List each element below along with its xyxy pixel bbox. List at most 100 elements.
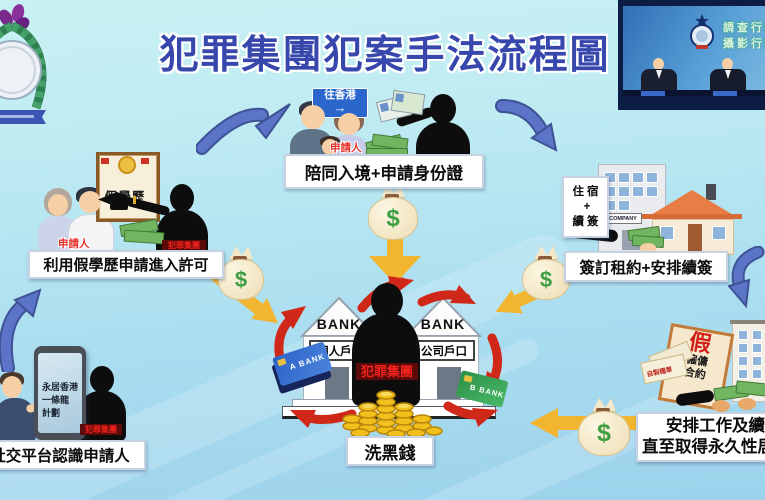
accommodation-note: 住宿 + 續簽 <box>562 176 609 238</box>
card-chip <box>277 358 287 367</box>
house-eave <box>642 214 742 219</box>
work-step-line2: 直至取得永久性居民身份證 <box>642 438 765 456</box>
syndicate-label: 犯罪集團 <box>356 363 418 380</box>
name-plate <box>713 91 737 96</box>
applicant-label: 申請人 <box>330 142 362 154</box>
gold-coins-pile <box>342 390 443 438</box>
building-window <box>752 369 762 379</box>
house-door <box>688 224 702 253</box>
money-bag: $ <box>578 398 630 456</box>
decor-shape <box>472 408 498 427</box>
flow-arrow-left-edge <box>0 288 42 372</box>
speaker-head <box>653 58 664 70</box>
decor-shape <box>0 46 36 94</box>
building-window <box>618 186 630 197</box>
video-backdrop: 調查行動 攝影行動 <box>623 6 765 96</box>
building-window <box>618 172 630 183</box>
decor-shape <box>342 414 362 424</box>
speaker-shirt <box>656 70 662 79</box>
card-b-label: B BANK <box>469 382 506 400</box>
decor-shape <box>281 306 306 329</box>
accommodation-plus: + <box>583 200 591 213</box>
house-chimney <box>706 184 716 200</box>
video-caption-line1: 調查行動 <box>723 22 765 34</box>
decor-shape <box>290 410 316 428</box>
decor-shape <box>11 4 25 22</box>
decor-shape <box>13 288 42 318</box>
house-window <box>712 226 726 240</box>
syndicate-silhouette-head <box>371 283 403 319</box>
speaker-shirt <box>725 70 731 79</box>
step-box-social-platform: 社交平台認識申請人 <box>0 440 146 470</box>
building-window <box>646 172 658 183</box>
decor-shape <box>362 404 374 408</box>
decor-shape <box>695 14 709 27</box>
syndicate-silhouette-head <box>90 366 114 393</box>
family-father-face <box>301 105 325 129</box>
work-step-line1: 安排工作及續簽 <box>666 417 765 435</box>
decor-shape <box>530 122 558 152</box>
accommodation-line1: 住宿 <box>572 185 602 198</box>
decor-shape <box>386 429 406 438</box>
company-sign: COMPANY <box>604 213 642 224</box>
decor-shape <box>497 101 547 136</box>
bag-tie <box>538 256 552 261</box>
decor-shape <box>0 301 27 372</box>
applicant-man-face <box>79 191 101 213</box>
building-window <box>738 330 748 340</box>
card-a-label: A BANK <box>288 351 327 372</box>
step-box-money-laundering: 洗黑錢 <box>346 436 434 466</box>
diploma-seal <box>101 158 109 164</box>
id-card-photo <box>379 102 390 113</box>
building-window <box>618 200 630 211</box>
arrow-head-left <box>530 408 558 438</box>
building-window <box>632 186 644 197</box>
road-sign-arrow-icon: → <box>333 100 347 115</box>
id-card <box>390 89 426 116</box>
payslip-text: 自製糧單 <box>646 366 674 379</box>
receiving-hand <box>738 398 756 410</box>
decor-shape <box>696 30 708 42</box>
graduation-cap-base <box>110 200 128 210</box>
money-bag: $ <box>522 246 570 300</box>
decor-shape <box>0 115 34 118</box>
cap-tassel <box>133 196 136 204</box>
building-roofline <box>730 320 765 324</box>
syndicate-silhouette-head <box>170 184 194 212</box>
dollar-sign: $ <box>368 197 418 240</box>
syndicate-silhouette-head <box>430 94 456 124</box>
phone-ad-line1: 永居香港 <box>42 382 79 392</box>
bag-tie <box>385 194 399 199</box>
building-window <box>752 330 762 340</box>
step-box-fake-qualification: 利用假學歷申請進入許可 <box>28 250 224 279</box>
conference-table <box>623 90 765 96</box>
decor-shape <box>450 285 476 304</box>
money-bag: $ <box>368 184 418 240</box>
road-sign-text: 往香港 <box>324 89 356 101</box>
money-bag: $ <box>218 246 264 300</box>
dollar-sign: $ <box>218 259 264 300</box>
step-box-arrange-work: 安排工作及續簽 直至取得永久性居民身份證 <box>636 412 765 462</box>
building-window <box>738 369 748 379</box>
diploma-rosette <box>118 156 136 174</box>
decor-shape <box>362 392 410 408</box>
bank-name: BANK <box>420 316 466 332</box>
building-window <box>738 356 748 366</box>
decor-shape: 永居香港 一條龍 計劃 <box>42 381 78 420</box>
receiving-hand <box>640 243 656 253</box>
flow-arrow-right-edge <box>728 246 765 309</box>
decor-shape <box>0 21 14 40</box>
syndicate-label: 犯罪集團 <box>162 240 206 251</box>
building-window <box>752 343 762 353</box>
video-caption-line2: 攝影行動 <box>723 38 765 50</box>
decor-shape <box>728 278 751 309</box>
family-mother-face <box>338 113 360 135</box>
decor-shape <box>380 392 392 396</box>
page-title: 犯罪集團犯案手法流程圖 <box>159 34 611 77</box>
dollar-sign: $ <box>522 259 570 300</box>
decor-shape <box>197 109 267 153</box>
step-box-escort-entry: 陪同入境+申請身份證 <box>284 154 484 189</box>
press-conference-video: 調查行動 攝影行動 <box>618 0 765 110</box>
receiving-hand <box>712 400 730 412</box>
decor-shape <box>398 404 410 408</box>
